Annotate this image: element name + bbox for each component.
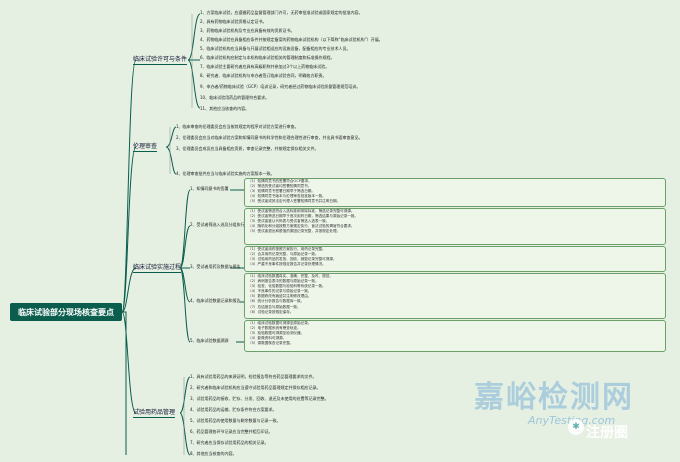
branch-approval-label: 临床试验许可与条件 (133, 56, 188, 63)
branch-approval[interactable]: 临床试验许可与条件 (133, 54, 188, 65)
s3-label: 4、临床试验数据记录和报告 (190, 298, 241, 303)
s4-item: 1、具有试验用药品的来源证明，检验报告等符合药品管理要求的文件。 (190, 374, 317, 379)
box-line: （3）试验用药品的发放、回收、销毁记录完整可溯源。 (248, 257, 337, 262)
box-line: （2）病例报告表中的数据与原始记录一致。 (248, 279, 319, 284)
watermark-text: 嘉峪检测网 (474, 380, 634, 415)
box-line: （5）数据修改有痕迹并注明修改理由。 (248, 294, 312, 299)
branch-ethics[interactable]: 伦理审查 (133, 141, 158, 152)
s3-box-dosing: （1）受试者用药按照方案执行，用药记录完整。 （2）合并用药记录完整，与原始记录… (244, 246, 666, 272)
box-line: （5）受试者退出和脱落的原因记录完整，并按规定处理。 (248, 229, 341, 234)
s2-item: 1、临床审查的伦理委员会应当按其规定的程序对试验方案进行审查。 (176, 124, 299, 129)
s1-item: 8、研究者、临床试验机构与申办者签订临床试验合同，明确各方职责。 (200, 73, 327, 78)
branch-process-label: 临床试验实施过程 (133, 264, 182, 271)
branch-drug[interactable]: 试验用药品管理 (133, 407, 176, 418)
s4-item: 8、其他应当核查的内容。 (190, 451, 237, 456)
box-line: （1）临床试验数据真实、准确、完整、及时、规范。 (248, 274, 333, 278)
s1-item: 3、药物临床试验机构及专业应具备有效的资质证书。 (200, 28, 295, 33)
box-line: （4）严重不良事件按规定报告并记录处理情况。 (248, 262, 326, 267)
s1-item: 5、临床试验机构应当具备与开展试验相适应的设施设备，配备相应的专业技术人员。 (200, 46, 351, 51)
box-line: （1）临床试验数据可溯源至原始记录。 (248, 321, 312, 325)
s1-item: 10、临床试验用药品的管理符合要求。 (200, 95, 270, 100)
box-line: （4）知情同意书版本与伦理审查批准版本一致。 (248, 194, 326, 199)
box-line: （2）筛选的受试者均签署知情同意书。 (248, 184, 312, 189)
box-line: （5）源数据核查记录完整。 (248, 341, 294, 346)
box-line: （5）受试者或其法定代理人签署知情同意书并注明日期。 (248, 199, 341, 204)
box-line: （3）受试者鉴认代码表与受试者筛选入选表一致。 (248, 219, 330, 224)
box-line: （3）检验数据可溯源至检测仪器。 (248, 331, 305, 336)
s4-item: 7、研究者应当保存试验用药品的相关记录。 (190, 440, 269, 445)
s3-box-records: （1）临床试验数据真实、准确、完整、及时、规范。 （2）病例报告表中的数据与原始… (244, 273, 666, 319)
watermark-brand: 注册圈 (586, 425, 628, 441)
s3-label: 3、受试者用药及数据与报告 (190, 264, 241, 269)
s3-label: 1、知情同意书的签署 (190, 186, 229, 191)
s4-item: 3、试验用药品的接收、贮存、分发、回收、退还及未使用的处置等记录完整。 (190, 396, 329, 401)
box-line: （4）随机化和分组按照方案规定执行，盲法试验的揭盲符合要求。 (248, 224, 355, 229)
s1-item: 11、其他应当核查的内容。 (200, 106, 250, 111)
box-line: （2）受试者筛选日期早于首次用药日期，筛选结果与原始记录一致。 (248, 214, 359, 219)
s4-item: 5、试验用药品的使用数量与剩余数量与记录一致。 (190, 418, 281, 423)
s3-box-tracing: （1）临床试验数据可溯源至原始记录。 （2）电子数据系统有稽查轨迹。 （3）检验… (244, 320, 666, 352)
s1-item: 9、申办者/药物临床试验（GCP）培训记录，研究者经过药物临床试验质量管理规范培… (200, 84, 361, 89)
box-line: （4）不良事件的记录与原始记录一致。 (248, 289, 312, 294)
box-line: （1）受试者用药按照方案执行，用药记录完整。 (248, 247, 326, 251)
root-topic[interactable]: 临床试验部分现场核查要点 (10, 303, 122, 321)
box-line: （3）检查、化验数据与检验科等系统记录一致。 (248, 284, 326, 289)
s1-item: 6、临床试验机构应制定与本机构临床试验相关的管理制度和标准操作规程。 (200, 55, 335, 60)
box-line: （1）知情同意书的签署符合GCP要求。 (248, 179, 312, 183)
s1-item: 7、临床试验主要研究者应具有高级职称并参加过3个以上药物临床试验。 (200, 64, 330, 69)
s4-item: 2、研究者和临床试验机构应当遵守试验用药品管理规定并保存相应记录。 (190, 385, 321, 390)
box-line: （7）总结报告与原始数据一致。 (248, 304, 301, 309)
branch-ethics-label: 伦理审查 (133, 143, 158, 150)
box-line: （2）电子数据系统有稽查轨迹。 (248, 326, 301, 331)
s3-label: 2、受试者筛选入选及分组执行 (190, 222, 245, 227)
box-line: （1）受试者筛选符合入选标准和排除标准，筛选记录完整可溯源。 (248, 209, 355, 213)
s3-label: 5、临床试验数据溯源 (190, 338, 229, 343)
s3-box-consent: （1）知情同意书的签署符合GCP要求。 （2）筛选的受试者均签署知情同意书。 （… (244, 178, 666, 207)
box-line: （2）合并用药记录完整，与原始记录一致。 (248, 252, 319, 257)
branch-process[interactable]: 临床试验实施过程 (133, 262, 182, 273)
box-line: （8）试验记录按规定保存。 (248, 309, 294, 314)
wechat-icon: ✱ (568, 419, 584, 435)
s2-item: 3、伦理委员会成员应当具备相应资质，审查记录完整，并按规定保存相关文件。 (176, 146, 319, 151)
s2-item: 4、伦理审查批件应当与临床试验实施的方案版本一致。 (176, 171, 275, 176)
box-line: （6）统计分析报告与数据库一致。 (248, 299, 305, 304)
s1-item: 1、方案临床试验，应遵循药品监督管理部门许可，无药审批准试验或国家规定的批准内容… (200, 10, 363, 15)
s1-item: 2、具有药物临床试验资格认定证书。 (200, 19, 267, 24)
s1-item: 4、药物临床试验在具备相应条件并按规定备案的药物临床试验机构（以下简称“临床试验… (200, 37, 383, 42)
root-title: 临床试验部分现场核查要点 (18, 307, 114, 317)
box-line: （3）知情同意书签署日期早于筛选日期。 (248, 189, 315, 194)
s4-item: 6、药品管理各环节记录应当完整并相互印证。 (190, 429, 273, 434)
s3-box-screening: （1）受试者筛选符合入选标准和排除标准，筛选记录完整可溯源。 （2）受试者筛选日… (244, 208, 666, 245)
box-line: （4）影像资料可溯源。 (248, 336, 287, 341)
s4-item: 4、试验用药品的运输、贮存条件符合方案要求。 (190, 407, 277, 412)
s2-item: 2、伦理委员会应当对临床试验方案和知情同意书的科学性和伦理合理性进行审查，并出具… (176, 135, 363, 140)
branch-drug-label: 试验用药品管理 (133, 409, 176, 416)
